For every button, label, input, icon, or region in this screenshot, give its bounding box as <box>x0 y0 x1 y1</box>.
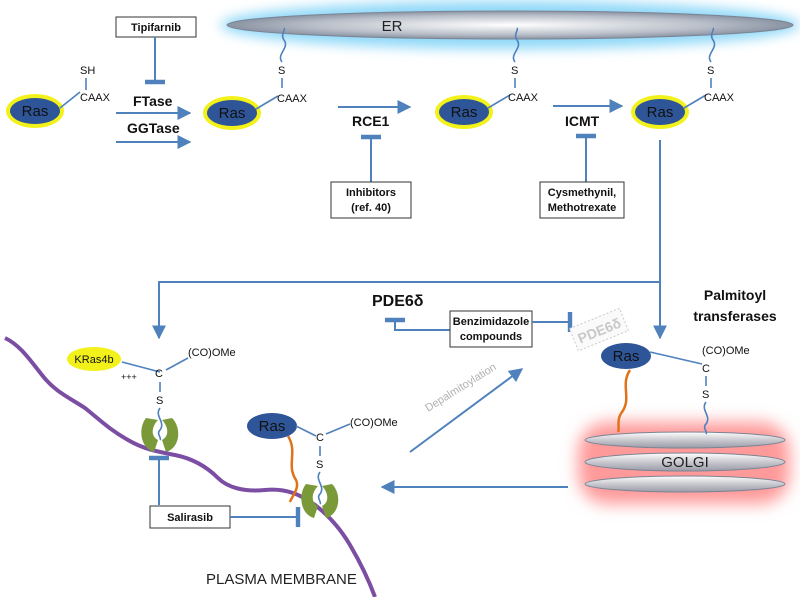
sh-label: SH <box>80 65 95 77</box>
svg-text:Ras: Ras <box>219 105 246 122</box>
svg-text:Salirasib: Salirasib <box>167 512 213 524</box>
benz-inhibit-pde6d <box>385 317 450 331</box>
tipifarnib-box: Tipifarnib <box>115 16 197 38</box>
ras-golgi: Ras (CO)OMe C S <box>601 343 750 435</box>
inhibitors-box: Inhibitors (ref. 40) <box>330 181 412 219</box>
benzimidazole-box: Benzimidazole compounds <box>449 310 533 348</box>
salirasib-box: Salirasib <box>149 505 231 529</box>
svg-text:(CO)OMe: (CO)OMe <box>702 345 750 357</box>
er-label: ER <box>382 18 403 35</box>
svg-text:CAAX: CAAX <box>704 92 735 104</box>
svg-text:(ref. 40): (ref. 40) <box>351 202 391 214</box>
svg-text:Ras: Ras <box>259 418 286 435</box>
depalmitoylation-label: Depalmitoylation <box>423 361 498 414</box>
rce1-label: RCE1 <box>352 113 390 129</box>
svg-text:CAAX: CAAX <box>508 92 539 104</box>
svg-text:Ras: Ras <box>613 348 640 365</box>
plasma-membrane: PLASMA MEMBRANE <box>4 336 377 597</box>
plasma-membrane-label: PLASMA MEMBRANE <box>206 571 357 588</box>
svg-text:C: C <box>702 363 710 375</box>
er-organelle: ER <box>220 1 800 49</box>
svg-text:Inhibitors: Inhibitors <box>346 187 396 199</box>
ras-unmodified: Ras SH CAAX <box>6 65 111 128</box>
caax-label: CAAX <box>80 92 111 104</box>
svg-text:Methotrexate: Methotrexate <box>548 202 616 214</box>
cysmethynil-box: Cysmethynil, Methotrexate <box>539 181 625 219</box>
svg-text:(CO)OMe: (CO)OMe <box>350 417 398 429</box>
svg-text:CAAX: CAAX <box>277 93 308 105</box>
svg-text:S: S <box>316 459 323 471</box>
svg-text:S: S <box>511 65 518 77</box>
ftase-label: FTase <box>133 93 173 109</box>
palmitoyl-label-1: Palmitoyl <box>704 287 766 303</box>
ras-label: Ras <box>22 103 49 120</box>
svg-text:S: S <box>278 65 285 77</box>
svg-text:KRas4b: KRas4b <box>74 354 113 366</box>
svg-text:compounds: compounds <box>460 331 522 343</box>
svg-text:+++: +++ <box>121 372 137 382</box>
svg-text:S: S <box>707 65 714 77</box>
ras-pm: Ras C (CO)OMe S <box>247 413 398 518</box>
pde6d-label: PDE6δ <box>372 293 424 310</box>
svg-text:S: S <box>156 395 163 407</box>
svg-text:Ras: Ras <box>451 104 478 121</box>
svg-text:Cysmethynil,: Cysmethynil, <box>548 187 616 199</box>
golgi-organelle: GOLGI <box>578 422 790 504</box>
svg-text:(CO)OMe: (CO)OMe <box>188 347 236 359</box>
svg-text:C: C <box>155 368 163 380</box>
svg-text:C: C <box>316 432 324 444</box>
ras-prenylated: Ras CAAX S <box>203 27 308 130</box>
palmitoyl-label-2: transferases <box>693 308 776 324</box>
kras4b-pm: KRas4b +++ C (CO)OMe S <box>67 347 236 452</box>
svg-text:S: S <box>702 389 709 401</box>
depalmitoylation-arrow <box>409 368 524 453</box>
svg-text:Ras: Ras <box>647 104 674 121</box>
golgi-label: GOLGI <box>661 454 709 471</box>
ras-methylated: Ras CAAX S <box>631 27 735 129</box>
icmt-label: ICMT <box>565 113 600 129</box>
ras-cleaved: Ras CAAX S <box>435 27 539 129</box>
svg-text:Tipifarnib: Tipifarnib <box>131 22 181 34</box>
main-path-arrow <box>152 140 661 340</box>
svg-text:Benzimidazole: Benzimidazole <box>453 316 529 328</box>
ggtase-label: GGTase <box>127 120 180 136</box>
